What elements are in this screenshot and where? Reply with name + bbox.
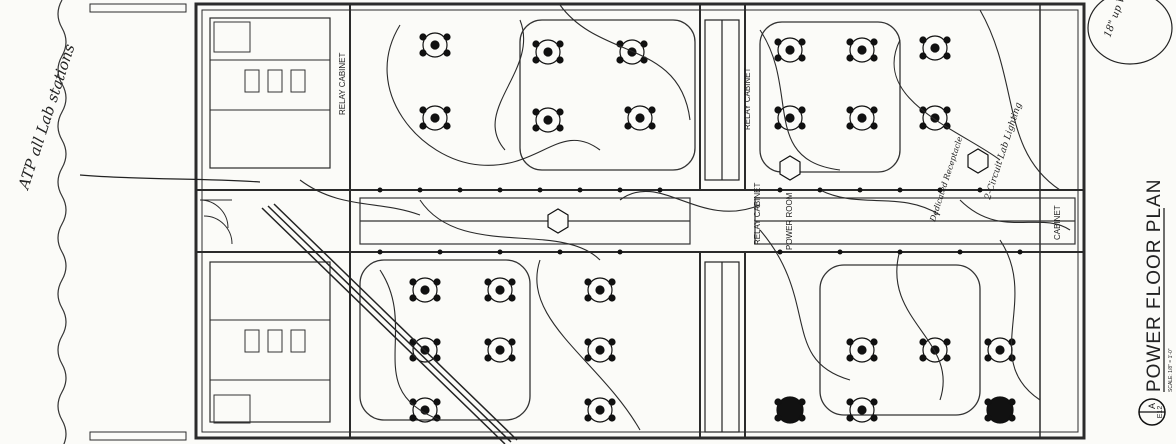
restroom-fixtures — [213, 21, 306, 424]
note-circle-top-right — [1087, 0, 1173, 65]
center-spine — [704, 19, 740, 433]
room-label-relay-cabinet-upper: RELAY CABINET — [743, 67, 752, 130]
room-label-cabinet-right: CABINET — [1053, 205, 1062, 240]
drawing-scale: SCALE: 1/8" = 1'-0" — [1168, 348, 1174, 392]
room-label-relay-cabinet-left: RELAY CABINET — [338, 52, 347, 115]
revision-cloud-left — [57, 0, 67, 444]
sheet-number: E12 — [1157, 406, 1164, 419]
title-block: A E12 POWER FLOOR PLAN SCALE: 1/8" = 1'-… — [1138, 179, 1174, 426]
room-label-power-room: POWER ROOM — [785, 192, 794, 250]
panel-tags — [547, 148, 989, 234]
room-label-relay-cabinet-center: RELAY CABINET — [753, 182, 762, 245]
circuit-home-runs — [299, 4, 1071, 431]
receptacle-dots — [377, 187, 1023, 255]
detail-letter: A — [1147, 403, 1157, 409]
lab-bench-outlines — [359, 19, 981, 421]
drawing-title: POWER FLOOR PLAN — [1144, 179, 1165, 392]
note-atp-arrow — [79, 174, 261, 183]
lab-station-fixtures — [409, 32, 1016, 424]
corridor-benches — [359, 197, 1076, 245]
